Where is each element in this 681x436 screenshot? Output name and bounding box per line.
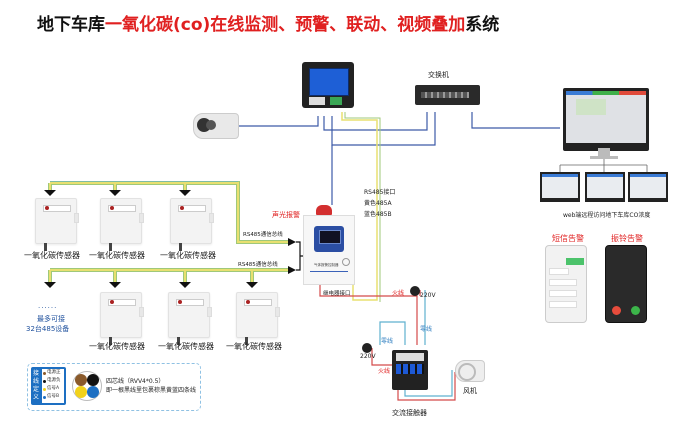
wiring-legend: 接线定义 电源正 电源负 信号A 信号B 四芯线（RVV4*0.5） 即一根黑线… — [27, 363, 201, 411]
yellow-485a-label: 黄色485A — [364, 200, 392, 207]
co-sensor — [100, 292, 144, 345]
page-title: 地下车库一氧化碳(co)在线监测、预警、联动、视频叠加系统 — [37, 10, 499, 35]
fan-label: 风机 — [463, 387, 477, 395]
title-part-1: 地下车库 — [37, 15, 105, 35]
gateway-device — [302, 62, 354, 108]
monitor-tree — [559, 159, 648, 172]
top-bus — [48, 181, 290, 244]
co-sensor — [35, 198, 79, 251]
power-plug-icon — [362, 343, 372, 353]
legend-title: 接线定义 — [33, 370, 40, 401]
bus-label-bottom: RS485通信总线 — [238, 262, 278, 268]
switch-pc-cable — [471, 112, 560, 129]
co-sensor — [168, 292, 212, 345]
fan-icon — [458, 363, 476, 381]
fan-neutral — [404, 370, 453, 397]
contactor-label: 交流接触器 — [392, 409, 427, 417]
sms-alarm-label: 短信告警 — [552, 234, 584, 243]
voltage-label: 220V — [420, 292, 436, 299]
rs485-green-line — [344, 112, 381, 302]
gas-alarm-controller: 气体报警控制器 — [303, 215, 355, 285]
controller-switch-cable — [331, 112, 436, 146]
map-view — [576, 99, 606, 115]
neutral-label: 零线 — [381, 338, 394, 345]
live-wire-label: 火线 — [378, 368, 391, 375]
neutral-label: 零线 — [420, 326, 433, 333]
more-dots: ······ — [38, 304, 58, 312]
legend-item: 信号B — [42, 393, 64, 401]
legend-item: 信号A — [42, 385, 64, 393]
bus-arrows — [44, 190, 296, 288]
rs485-yellow-line — [341, 112, 378, 301]
sms-phone — [545, 245, 587, 323]
live-wire-1 — [319, 283, 418, 345]
alarm-siren-icon — [316, 205, 332, 215]
switch-ports — [421, 92, 469, 98]
cable-spec: 四芯线（RVV4*0.5） — [106, 378, 165, 385]
decline-call-icon — [612, 306, 621, 315]
sound-light-alarm-label: 声光报警 — [272, 211, 300, 219]
exhaust-fan — [455, 360, 485, 382]
web-access-label: web端远程访问地下车库CO浓度 — [563, 212, 651, 219]
neutral-wire-2 — [379, 321, 406, 345]
camera-cable — [237, 116, 319, 127]
main-monitor — [563, 88, 649, 151]
call-alarm-label: 振铃告警 — [611, 234, 643, 243]
bottom-bus — [48, 268, 290, 282]
bus-label-top: RS485通信总线 — [243, 232, 283, 238]
call-phone — [605, 245, 647, 323]
power-plug-icon — [410, 286, 420, 296]
fan-live — [397, 372, 456, 401]
sensor-label: 一氧化碳传感器 — [226, 342, 282, 351]
sensor-label: 一氧化碳传感器 — [89, 342, 145, 351]
sensor-label: 一氧化碳传感器 — [160, 251, 216, 260]
surveillance-camera — [193, 113, 239, 139]
co-sensor — [236, 292, 280, 345]
legend-item: 电源正 — [42, 369, 64, 377]
switch-label: 交换机 — [428, 71, 449, 79]
relay-port-label: 继电器接口 — [323, 291, 351, 297]
live-wire-label: 火线 — [392, 290, 405, 297]
voltage-label: 220V — [360, 353, 376, 360]
max-devices-line2: 32台485设备 — [26, 325, 70, 333]
sensor-label: 一氧化碳传感器 — [158, 342, 214, 351]
sensor-label: 一氧化碳传感器 — [24, 251, 80, 260]
client-monitor — [540, 172, 580, 202]
gateway-switch-cable — [323, 112, 428, 131]
co-sensor — [170, 198, 214, 251]
controller-display — [319, 230, 341, 244]
cable-description: 即一根黑线里包裹棕黑黄蓝四条线 — [106, 387, 197, 394]
accept-call-icon — [631, 306, 640, 315]
client-monitor — [628, 172, 668, 202]
co-sensor — [100, 198, 144, 251]
blue-485b-label: 蓝色485B — [364, 211, 392, 218]
title-part-red: 一氧化碳(co)在线监测、预警、联动、视频叠加 — [105, 15, 466, 35]
title-part-2: 系统 — [465, 15, 500, 35]
legend-item: 电源负 — [42, 377, 64, 385]
network-switch — [415, 85, 480, 105]
ac-contactor — [392, 350, 428, 390]
four-core-cable-icon — [72, 371, 102, 401]
rs485-port-label: RS485接口 — [364, 189, 396, 196]
gateway-screen — [309, 68, 349, 96]
network-cables — [237, 112, 560, 205]
client-monitor — [585, 172, 625, 202]
live-wire-2 — [371, 348, 392, 366]
sensor-label: 一氧化碳传感器 — [89, 251, 145, 260]
max-devices-line1: 最多可接 — [37, 315, 65, 323]
